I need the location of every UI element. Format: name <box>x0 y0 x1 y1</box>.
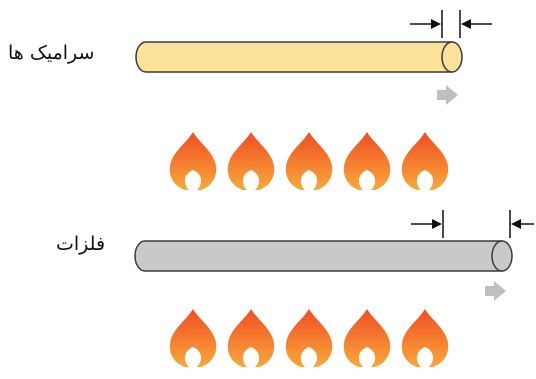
ceramic-label: سرامیک ها <box>8 42 95 64</box>
flame-icon <box>343 309 391 367</box>
flame-row-bottom <box>169 309 449 367</box>
flame-icon <box>401 309 449 367</box>
flame-icon <box>169 309 217 367</box>
metal-label: فلزات <box>56 233 106 255</box>
flame-icon <box>285 309 333 367</box>
dimension-arrow-icon <box>432 219 442 229</box>
flame-icon <box>401 132 449 190</box>
flame-icon <box>227 132 275 190</box>
flame-icon <box>227 309 275 367</box>
dimension-arrow-icon <box>511 219 521 229</box>
metal-rod <box>134 240 513 272</box>
metal-rod-end <box>491 240 513 272</box>
flame-icon <box>169 132 217 190</box>
ceramic-rod-body <box>135 41 453 73</box>
arrow-right-icon <box>485 281 506 301</box>
flame-icon <box>285 132 333 190</box>
metal-rod-body <box>134 240 503 272</box>
ceramic-dimension-marker <box>410 10 492 38</box>
ceramic-rod-end <box>441 41 463 73</box>
dimension-arrow-icon <box>461 19 471 29</box>
arrow-right-icon <box>437 85 458 105</box>
flame-icon <box>343 132 391 190</box>
metal-dimension-marker <box>411 210 534 238</box>
flame-row-top <box>169 132 449 190</box>
dimension-arrow-icon <box>431 19 441 29</box>
ceramic-rod <box>135 41 463 73</box>
